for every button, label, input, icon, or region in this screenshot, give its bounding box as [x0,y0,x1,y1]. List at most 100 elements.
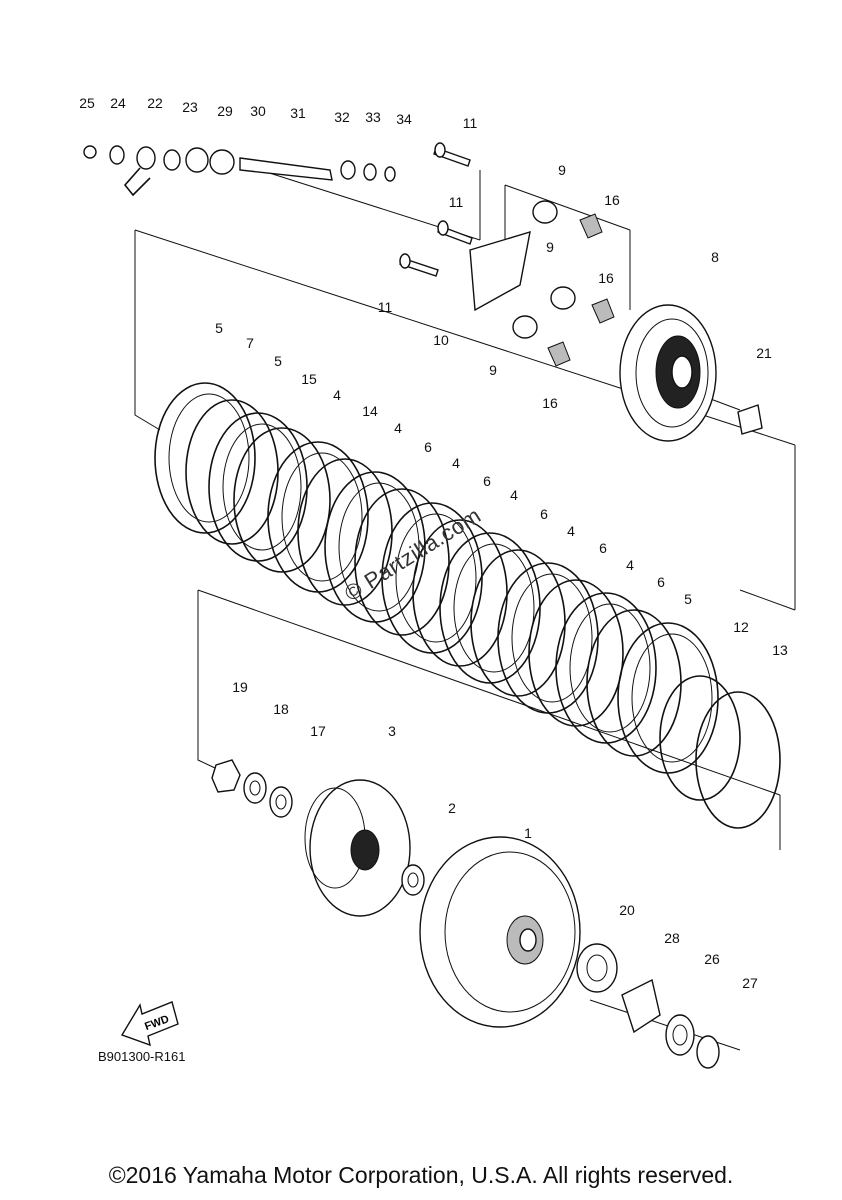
part-22-push-lever [123,167,151,197]
callout-29: 29 [217,103,233,119]
part-4-friction-plate-4 [439,532,541,684]
callout-11: 11 [463,115,478,131]
fwd-arrow-icon: FWD [120,1001,179,1047]
part-10-plate [469,230,531,312]
callout-9: 9 [546,239,554,255]
callout-1: 1 [524,825,532,841]
callout-5: 5 [215,320,223,336]
callout-15: 15 [301,371,317,387]
callout-28: 28 [664,930,680,946]
callout-19: 19 [232,679,248,695]
part-18-lock-washer [243,772,267,804]
part-16-retainer-c [547,341,571,367]
part-22-lever-collar [136,146,156,170]
callout-16: 16 [604,192,620,208]
callout-30: 30 [250,103,266,119]
callout-20: 20 [619,902,635,918]
part-12-wire-circlip [659,675,741,801]
callout-14: 14 [362,403,378,419]
callout-4: 4 [567,523,575,539]
callout-17: 17 [310,723,326,739]
part-6-clutch-plate-5 [586,609,682,757]
copyright-notice: ©2016 Yamaha Motor Corporation, U.S.A. A… [108,1162,734,1188]
callout-9: 9 [489,362,497,378]
callout-6: 6 [424,439,432,455]
callout-34: 34 [396,111,412,127]
part-31-push-rod [239,157,333,181]
part-4-friction-plate [267,441,369,593]
callout-16: 16 [542,395,558,411]
callout-4: 4 [626,557,634,573]
part-25-circlip [83,145,97,159]
callout-16: 16 [598,270,614,286]
callout-8: 8 [711,249,719,265]
part-9-spring-b [550,286,576,310]
part-5-friction-plate [154,382,256,534]
clutch-boss-group [211,759,720,1069]
part-13-damper-spring [695,691,781,829]
part-6-clutch-plate-2 [412,519,508,667]
callout-6: 6 [599,540,607,556]
part-5-friction-plate-3 [617,622,719,774]
part-4-friction-plate-6 [555,592,657,744]
release-mechanism-parts [83,145,396,197]
callout-32: 32 [334,109,350,125]
part-30-bearing [209,149,235,175]
callout-4: 4 [452,455,460,471]
callout-10: 10 [433,332,449,348]
callout-33: 33 [365,109,381,125]
part-28-spacer [621,978,661,1034]
callout-3: 3 [388,723,396,739]
part-8-pressure-plate [619,304,717,442]
part-34-circlip [384,166,396,182]
part-6-clutch-plate-4 [528,579,624,727]
part-16-retainer-b [591,298,615,324]
reference-code: B901300-R161 [98,1049,186,1064]
callout-18: 18 [273,701,289,717]
part-27-circlip [696,1035,720,1069]
part-5-friction-plate-2 [208,412,308,562]
callout-23: 23 [182,99,198,115]
callout-26: 26 [704,951,720,967]
callout-6: 6 [540,506,548,522]
part-6-clutch-plate-3 [470,549,566,697]
part-6-clutch-plate [354,488,450,636]
callout-7: 7 [246,335,254,351]
part-1-primary-driven-gear [419,836,581,1028]
callout-25: 25 [79,95,95,111]
callout-27: 27 [742,975,758,991]
part-15-cushion [233,427,331,573]
part-19-nut [211,759,241,793]
callout-4: 4 [510,487,518,503]
part-16-retainer-a [579,213,603,239]
callout-21: 21 [756,345,772,361]
part-17-washer [269,786,293,818]
part-33-washer [363,163,377,181]
callout-4: 4 [333,387,341,403]
part-26-washer [665,1014,695,1056]
callout-5: 5 [274,353,282,369]
callout-11: 11 [449,194,464,210]
part-9-spring-a [532,200,558,224]
part-2-thrust-washer [401,864,425,896]
callout-9: 9 [558,162,566,178]
part-4-friction-plate-3 [381,502,483,654]
callout-6: 6 [483,473,491,489]
part-9-spring-c [512,315,538,339]
callout-13: 13 [772,642,788,658]
part-21-pin [737,404,763,435]
callout-6: 6 [657,574,665,590]
clutch-plate-stack [154,382,781,829]
callout-2: 2 [448,800,456,816]
callout-22: 22 [147,95,163,111]
part-23-spring [163,149,181,171]
part-29-oil-seal [185,147,209,173]
part-20-needle-bearing [576,943,618,993]
callout-12: 12 [733,619,749,635]
callout-24: 24 [110,95,126,111]
callout-11: 11 [378,299,393,315]
part-4-friction-plate-5 [497,562,599,714]
part-32-ball [340,160,356,180]
